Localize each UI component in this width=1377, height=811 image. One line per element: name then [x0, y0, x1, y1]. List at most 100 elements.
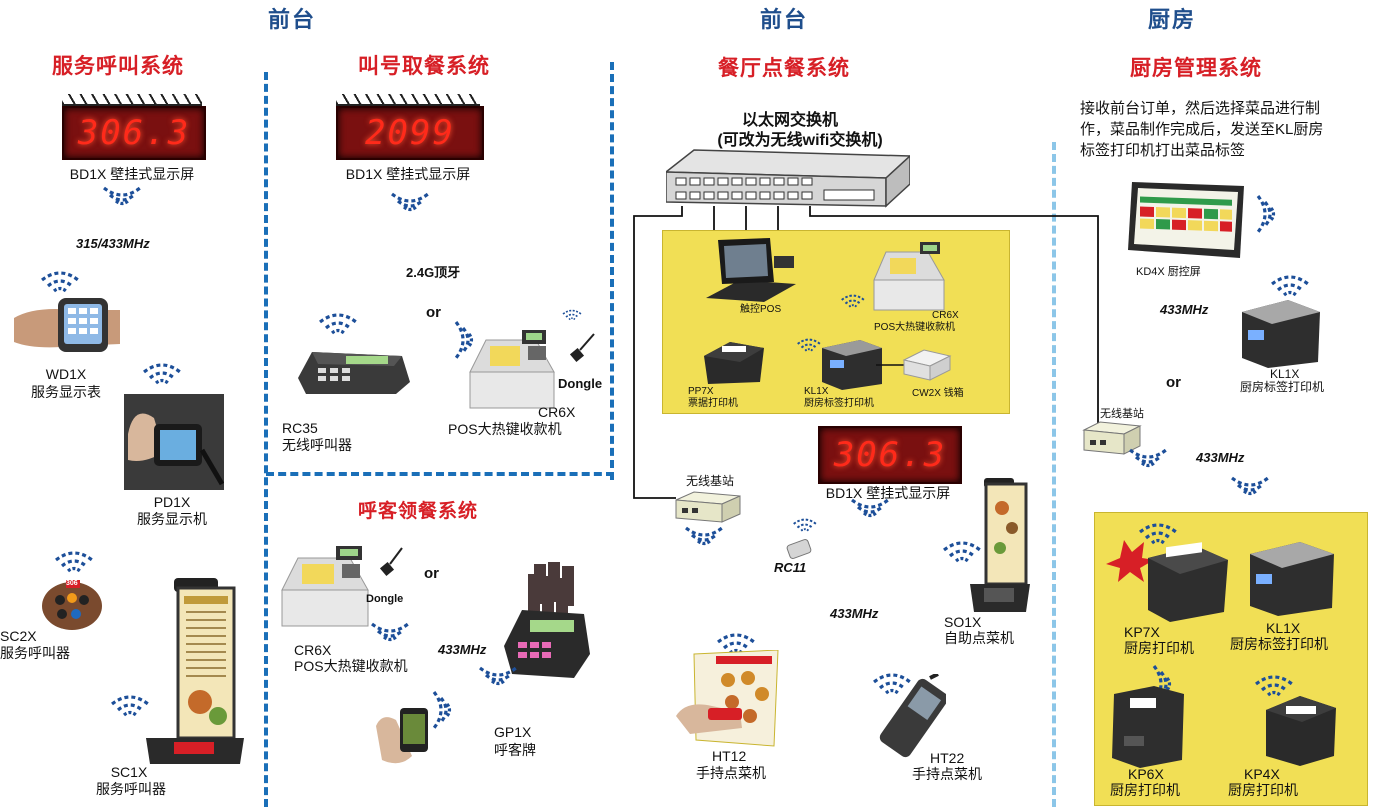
- kl1x-printer-image: [822, 340, 882, 390]
- base-station-image: [675, 491, 741, 523]
- touch-pos-image: [706, 238, 796, 302]
- led-display-service: 306.3: [62, 106, 206, 160]
- kitchen-description: 接收前台订单，然后选择菜品进行制 作，菜品制作完成后，发送至KL厨房 标签打印机…: [1080, 98, 1323, 161]
- kl1x-model-kitchen: KL1X: [1270, 367, 1300, 381]
- or-label: or: [426, 304, 441, 321]
- kp7x-name: 厨房打印机: [1124, 640, 1194, 656]
- kp4x-name: 厨房打印机: [1228, 782, 1298, 798]
- kl1x-name-kitchen: 厨房标签打印机: [1240, 380, 1325, 394]
- sc1x-menu-stand-image: [146, 578, 244, 764]
- kd4x-label: KD4X 厨控屏: [1136, 266, 1201, 278]
- wireless-signal-icon: [1270, 275, 1310, 297]
- freq-label: 315/433MHz: [76, 236, 150, 251]
- dongle-image: [569, 333, 595, 363]
- section-restaurant-order: 餐厅点餐系统: [718, 57, 850, 80]
- ht22-model: HT22: [930, 750, 965, 766]
- kl1x-printer-image: [1242, 300, 1320, 368]
- dongle-label: Dongle: [366, 593, 404, 605]
- or-label: or: [424, 565, 439, 582]
- ht12-handheld-image: [676, 650, 779, 747]
- gp1x-name: 呼客牌: [494, 742, 536, 758]
- kl1x-name-order: 厨房标签打印机: [804, 398, 874, 409]
- header-front-2: 前台: [760, 7, 809, 32]
- led-value: 306.3: [833, 435, 947, 475]
- so1x-kiosk-image: [970, 478, 1030, 612]
- sc2x-name: 服务呼叫器: [0, 645, 70, 661]
- bd1x-label-order: BD1X 壁挂式显示屏: [825, 485, 951, 501]
- wireless-signal-icon: [1128, 448, 1168, 468]
- freq-label-guest: 433MHz: [438, 642, 487, 657]
- base-station-label-kitchen: 无线基站: [1100, 408, 1144, 420]
- wireless-signal-icon: [1256, 194, 1276, 234]
- sc2x-model: SC2X: [0, 628, 37, 644]
- sc1x-model: SC1X: [110, 764, 148, 780]
- cw2x-cashbox-image: [902, 349, 952, 381]
- cr6x-name-order: POS大热键收款机: [874, 322, 956, 333]
- section-queue-pickup: 叫号取餐系统: [358, 55, 490, 78]
- pp7x-printer-image: [704, 342, 764, 384]
- base-station-label: 无线基站: [686, 474, 735, 488]
- divider-1: [264, 72, 268, 807]
- cw2x-label: CW2X 钱箱: [912, 388, 964, 399]
- cr6x-model-guest: CR6X: [294, 642, 332, 658]
- kp4x-printer-image: [1266, 696, 1336, 766]
- section-kitchen-mgmt: 厨房管理系统: [1130, 57, 1262, 80]
- led-display-order: 306.3: [818, 426, 962, 484]
- kitchen-desc-line-3: 标签打印机打出菜品标签: [1080, 142, 1246, 159]
- wireless-signal-icon: [850, 498, 890, 518]
- wd1x-watch-image: [14, 298, 120, 352]
- kl1x-printer-image: [1250, 542, 1334, 616]
- wireless-signal-icon: [684, 526, 724, 546]
- switch-title: 以太网交换机: [741, 112, 838, 129]
- ht22-name: 手持点菜机: [912, 766, 982, 782]
- cr6x-register-image: [873, 242, 945, 311]
- wd1x-name: 服务显示表: [31, 384, 101, 400]
- pd1x-device-image: [124, 394, 224, 490]
- kp6x-model: KP6X: [1128, 766, 1164, 782]
- rc35-name: 无线呼叫器: [282, 437, 352, 453]
- section-service-call: 服务呼叫系统: [52, 55, 184, 78]
- bd1x-label-queue: BD1X 壁挂式显示屏: [345, 166, 471, 182]
- kd4x-screen-image: [1128, 182, 1244, 258]
- sc2x-caller-image: [42, 580, 102, 630]
- or-label: or: [1166, 374, 1181, 391]
- ht12-model: HT12: [712, 748, 747, 764]
- cr6x-name-guest: POS大热键收款机: [294, 658, 408, 674]
- sc1x-name: 服务呼叫器: [96, 781, 166, 797]
- pp7x-model: PP7X: [688, 386, 714, 397]
- header-kitchen: 厨房: [1148, 7, 1197, 32]
- pd1x-name: 服务显示机: [137, 511, 207, 527]
- base-station-image: [1082, 421, 1142, 455]
- rc11-button-image: [786, 539, 812, 559]
- kl1x-model-order: KL1X: [804, 386, 829, 397]
- cr6x-name-queue: POS大热键收款机: [448, 421, 562, 437]
- wireless-signal-icon: [840, 294, 866, 308]
- led-value: 2099: [365, 113, 455, 153]
- wireless-signal-icon: [1230, 476, 1270, 496]
- kp6x-printer-image: [1112, 686, 1184, 768]
- kp7x-printer-image: [1106, 540, 1228, 622]
- gp1x-pager-image: [504, 562, 590, 678]
- kitchen-desc-line-2: 作，菜品制作完成后，发送至KL厨房: [1080, 121, 1324, 138]
- led-value: 306.3: [77, 113, 191, 153]
- wall-mount-hatch: [336, 94, 480, 106]
- pp7x-name: 票据打印机: [688, 398, 738, 409]
- bd1x-label-service: BD1X 壁挂式显示屏: [69, 166, 195, 182]
- kp6x-name: 厨房打印机: [1110, 782, 1180, 798]
- freq-label-kitchen-2: 433MHz: [1196, 450, 1245, 465]
- freq-label-order: 433MHz: [830, 606, 879, 621]
- dongle-image: [379, 547, 403, 577]
- connection-line: [876, 364, 906, 366]
- divider-3: [1052, 142, 1056, 807]
- touch-pos-label: 触控POS: [740, 304, 782, 315]
- so1x-name: 自助点菜机: [944, 630, 1014, 646]
- freq-label-kitchen-1: 433MHz: [1160, 302, 1209, 317]
- wd1x-model: WD1X: [45, 366, 87, 382]
- ht22-handheld-image: [879, 674, 946, 758]
- gp1x-model: GP1X: [494, 724, 532, 740]
- rc35-caller-image: [298, 352, 410, 394]
- cr6x-register-image: [469, 330, 555, 409]
- cr6x-model-order: CR6X: [932, 310, 959, 321]
- kp4x-model: KP4X: [1244, 766, 1280, 782]
